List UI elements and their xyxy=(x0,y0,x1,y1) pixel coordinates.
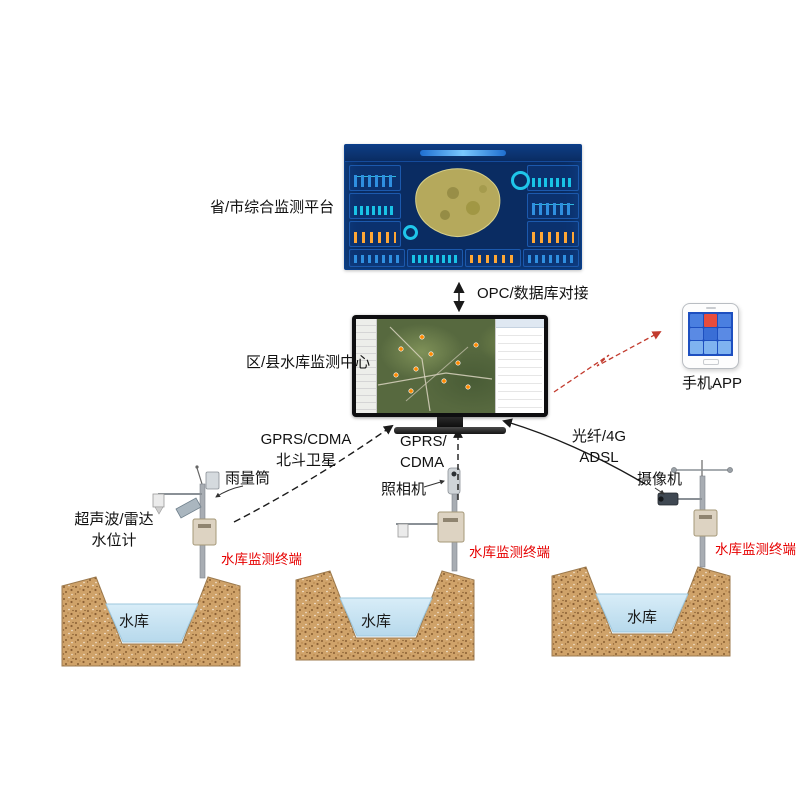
county-monitor xyxy=(352,315,548,417)
video-camera-body xyxy=(657,492,679,506)
dashboard-province-map xyxy=(415,168,501,237)
dashboard-panel xyxy=(527,165,579,191)
terminal-label-right: 水库监测终端 xyxy=(715,542,796,557)
app-icon xyxy=(690,327,703,341)
platform-label: 省/市综合监测平台 xyxy=(210,199,335,216)
monitor-data-panel xyxy=(495,319,544,413)
terminal-box xyxy=(437,511,465,543)
mobile-phone xyxy=(682,303,739,369)
terminal-label-middle: 水库监测终端 xyxy=(469,545,550,560)
leader-video-camera xyxy=(654,487,665,495)
dashboard-gauge-ring xyxy=(511,171,530,190)
monitor-data-panel-header xyxy=(496,319,544,328)
opc-link-label: OPC/数据库对接 xyxy=(477,285,589,302)
station-markers xyxy=(393,334,479,394)
terminal-box xyxy=(192,518,217,546)
station-right xyxy=(657,460,733,568)
reservoir-label-middle: 水库 xyxy=(360,613,391,630)
dashboard-header xyxy=(345,145,581,162)
camera-label: 照相机 xyxy=(381,481,427,498)
phone-home-button xyxy=(702,359,719,365)
monitor-data-rows xyxy=(498,328,542,411)
app-icon xyxy=(704,327,717,341)
phone-app-label: 手机APP xyxy=(682,375,743,392)
level-gauge-label: 超声波/雷达 水位计 xyxy=(66,509,162,551)
reservoir-label-right: 水库 xyxy=(626,609,657,626)
leader-rain-gauge xyxy=(215,485,244,498)
left-link-line1: GPRS/CDMA xyxy=(260,431,352,448)
dashboard-gauge-ring xyxy=(403,225,418,240)
video-camera-label: 摄像机 xyxy=(637,471,683,488)
arrow-left-station-uplink xyxy=(233,424,394,523)
left-link-label: GPRS/CDMA 北斗卫星 xyxy=(258,429,354,471)
app-icon xyxy=(690,341,703,354)
reservoir-label-left: 水库 xyxy=(118,613,149,630)
middle-link-line1: GPRS/ xyxy=(400,433,447,450)
wind-cup xyxy=(727,467,733,473)
right-link-line1: 光纤/4G xyxy=(571,428,627,445)
center-label: 区/县水库监测中心 xyxy=(246,354,371,371)
phone-speaker xyxy=(705,307,716,309)
arrow-phone-link xyxy=(553,331,662,393)
monitor-layer-panel xyxy=(356,319,377,413)
terminal-slot xyxy=(198,524,211,528)
video-camera-lens xyxy=(658,496,664,502)
monitor-screen xyxy=(356,319,544,413)
dashboard-panel xyxy=(349,193,401,219)
terminal-label-left: 水库监测终端 xyxy=(221,552,302,567)
dashboard-panel xyxy=(349,249,405,267)
right-link-line2: ADSL xyxy=(579,449,619,466)
antenna-tip xyxy=(195,465,199,469)
wind-cup xyxy=(671,467,677,473)
right-link-label: 光纤/4G ADSL xyxy=(562,426,636,468)
dashboard-title-bar xyxy=(420,150,506,156)
dashboard-panel xyxy=(527,193,579,219)
monitor-stand-neck xyxy=(437,417,463,428)
antenna xyxy=(196,467,203,485)
station-left xyxy=(152,465,220,579)
dashboard-panel xyxy=(523,249,579,267)
level-gauge-line1: 超声波/雷达 xyxy=(74,511,154,528)
dashboard-panel xyxy=(527,221,579,247)
app-icon xyxy=(718,314,731,327)
dashboard-panel xyxy=(407,249,463,267)
camera-housing xyxy=(447,467,461,495)
app-icon xyxy=(718,327,731,341)
monitor-stand-base xyxy=(394,427,506,434)
middle-link-line2: CDMA xyxy=(400,454,445,471)
app-icon xyxy=(704,341,717,354)
solar-panel xyxy=(175,497,202,519)
app-icon xyxy=(718,341,731,354)
dashboard-panel xyxy=(349,165,401,191)
dashboard-panel xyxy=(465,249,521,267)
level-sensor-cone xyxy=(154,506,164,515)
app-icon xyxy=(704,314,717,327)
dashboard-panel xyxy=(349,221,401,247)
station-middle xyxy=(396,467,465,572)
left-link-line2: 北斗卫星 xyxy=(275,452,336,469)
arrow-right-station-uplink xyxy=(502,418,646,485)
level-gauge-line2: 水位计 xyxy=(91,532,137,549)
leader-camera xyxy=(423,479,445,488)
rain-gauge-label: 雨量筒 xyxy=(225,470,271,487)
level-sensor xyxy=(152,493,165,508)
terminal-slot xyxy=(699,515,712,519)
phone-app-screen xyxy=(688,312,733,356)
terminal-slot xyxy=(443,518,458,522)
app-icon xyxy=(690,314,703,327)
provincial-platform-screen xyxy=(344,144,582,270)
rain-gauge-cylinder xyxy=(205,471,220,490)
monitor-map-roads xyxy=(377,326,493,412)
terminal-box xyxy=(693,509,718,537)
camera-lens xyxy=(451,471,457,477)
sensor xyxy=(397,523,409,538)
middle-link-label: GPRS/ CDMA xyxy=(400,431,447,473)
